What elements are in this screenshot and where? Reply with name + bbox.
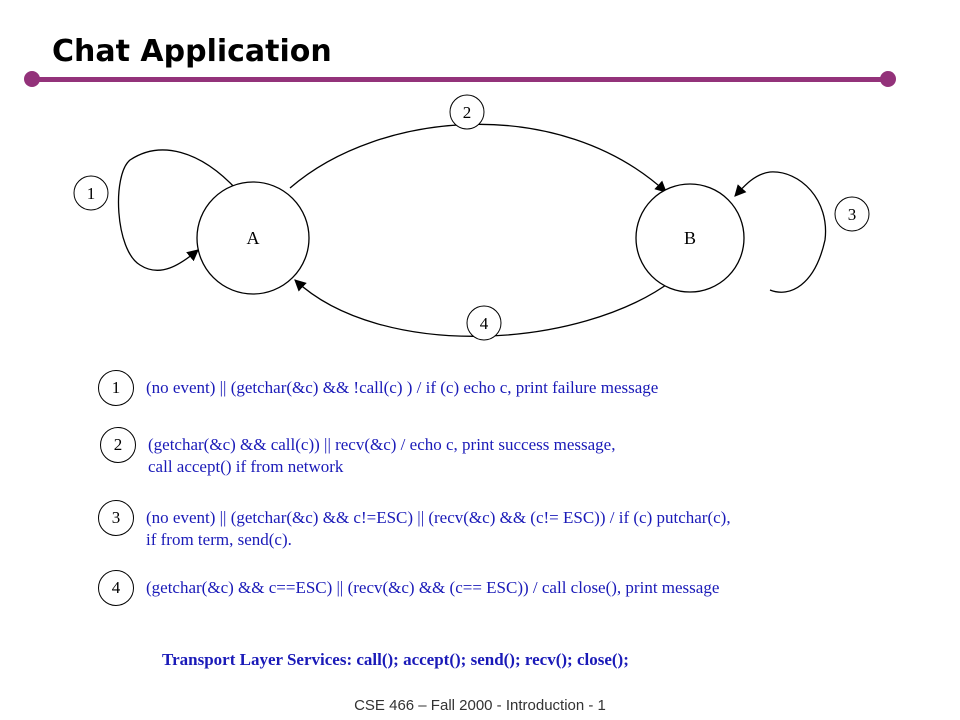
legend-text-3-line1: (no event) || (getchar(&c) && c!=ESC) ||…: [146, 508, 731, 527]
state-b-label: B: [684, 228, 696, 248]
transition-4-badge: 4: [466, 305, 502, 341]
legend-text-4: (getchar(&c) && c==ESC) || (recv(&c) && …: [146, 578, 720, 597]
transport-services-summary: Transport Layer Services: call(); accept…: [162, 650, 629, 669]
rule-right-dot: [880, 71, 896, 87]
transition-2-arrow: [289, 123, 667, 193]
svg-text:2: 2: [463, 103, 472, 122]
legend-text-2-line2: call accept() if from network: [148, 457, 344, 476]
legend-text-2-line1: (getchar(&c) && call(c)) || recv(&c) / e…: [148, 435, 616, 454]
transition-1-arrow: [117, 149, 238, 271]
transition-3-badge: 3: [834, 196, 870, 232]
state-b: B: [635, 183, 745, 293]
legend-text-3-line2: if from term, send(c).: [146, 530, 292, 549]
state-a-label: A: [247, 228, 260, 248]
legend-number-1: 1: [98, 370, 134, 406]
legend-number-3: 3: [98, 500, 134, 536]
rule-left-dot: [24, 71, 40, 87]
legend-number-4: 4: [98, 570, 134, 606]
state-a: A: [196, 181, 310, 295]
legend-text-1: (no event) || (getchar(&c) && !call(c) )…: [146, 378, 659, 397]
title-rule: [30, 77, 890, 82]
slide-footer: CSE 466 – Fall 2000 - Introduction - 1: [354, 697, 606, 714]
svg-text:3: 3: [848, 205, 857, 224]
slide-title: Chat Application: [52, 34, 332, 69]
transition-1-badge: 1: [73, 175, 109, 211]
transition-3-arrow: [734, 171, 827, 293]
legend-number-2: 2: [100, 427, 136, 463]
transition-2-badge: 2: [449, 94, 485, 130]
svg-text:4: 4: [480, 314, 489, 333]
svg-text:1: 1: [87, 184, 96, 203]
